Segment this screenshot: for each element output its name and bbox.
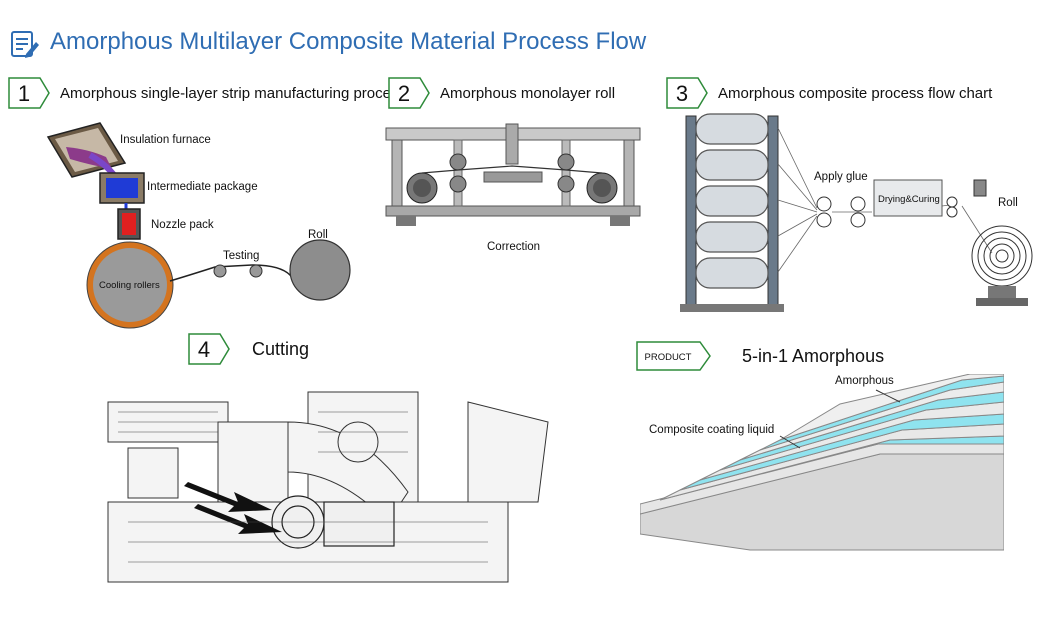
product-layers-diagram [640, 374, 1004, 551]
nozzle-pack [117, 208, 141, 240]
svg-text:2: 2 [398, 81, 410, 106]
correction-label: Correction [487, 241, 541, 253]
cutting-machine-diagram [107, 391, 549, 583]
step-1-header: 1 Amorphous single-layer strip manufactu… [8, 77, 406, 109]
testing-label: Testing [223, 250, 260, 262]
svg-text:4: 4 [198, 337, 210, 362]
step-4-header: 4 Cutting [188, 333, 309, 365]
step-3-label: Amorphous composite process flow chart [718, 84, 993, 102]
pointer-arrow [184, 482, 282, 534]
composite-roll [971, 225, 1033, 287]
step-badge: 3 [666, 77, 708, 109]
composite-process-diagram [680, 113, 1033, 312]
product-header: PRODUCT 5-in-1 Amorphous [636, 341, 884, 371]
document-edit-icon [11, 31, 39, 58]
step-2-header: 2 Amorphous monolayer roll [388, 77, 615, 109]
svg-text:3: 3 [676, 81, 688, 106]
roll-output-label: Roll [998, 197, 1018, 209]
insulation-furnace [46, 122, 127, 193]
cooling-rollers-label: Cooling rollers [99, 280, 160, 291]
correction-machine-diagram [385, 123, 641, 226]
apply-glue-label: Apply glue [814, 171, 868, 183]
drying-curing-label: Drying&Curing [878, 194, 940, 205]
cooling-roller [86, 241, 174, 329]
step-3-header: 3 Amorphous composite process flow chart [666, 77, 992, 109]
step-badge: 2 [388, 77, 430, 109]
product-label: 5-in-1 Amorphous [742, 345, 885, 366]
page-title: Amorphous Multilayer Composite Material … [50, 28, 647, 55]
roll [289, 239, 351, 301]
intermediate-package-label: Intermediate package [147, 181, 258, 193]
composite-coating-liquid-label: Composite coating liquid [649, 424, 775, 436]
svg-text:1: 1 [18, 81, 30, 106]
roll-label: Roll [308, 229, 328, 241]
amorphous-label: Amorphous [835, 375, 894, 387]
step-badge: 4 [188, 333, 230, 365]
insulation-furnace-label: Insulation furnace [120, 134, 211, 146]
step-4-label: Cutting [252, 338, 310, 359]
step-2-label: Amorphous monolayer roll [440, 84, 616, 102]
step-badge: 1 [8, 77, 50, 109]
nozzle-pack-label: Nozzle pack [151, 219, 214, 231]
step-1-label: Amorphous single-layer strip manufacturi… [60, 84, 406, 102]
product-badge: PRODUCT [636, 341, 711, 371]
svg-text:PRODUCT: PRODUCT [645, 352, 692, 363]
strip-manufacturing-diagram [46, 122, 351, 329]
